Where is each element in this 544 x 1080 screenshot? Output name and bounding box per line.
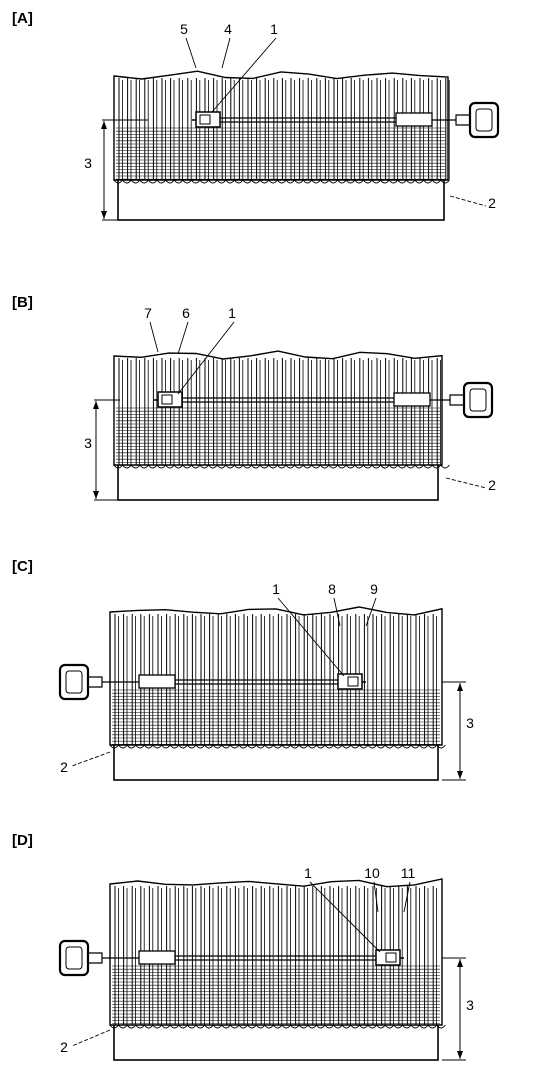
leader-line	[221, 37, 231, 69]
panel-label: [C]	[12, 558, 33, 575]
evaporator-core	[113, 70, 450, 184]
callout-fin-b: 11	[401, 865, 416, 881]
leader-line	[185, 37, 197, 69]
fin-edge	[113, 464, 450, 469]
callout-fin-a: 5	[180, 21, 188, 37]
probe-tip-detail	[161, 394, 173, 405]
height-dimension	[442, 681, 466, 781]
callout-fin-a: 7	[144, 305, 152, 321]
fin-edge	[109, 1024, 446, 1029]
sensor-sleeve	[138, 950, 176, 965]
connector-detail	[475, 108, 493, 132]
leader-line	[71, 1029, 111, 1047]
temperature-sensor	[58, 939, 404, 977]
leader-line	[277, 597, 345, 677]
leader-line	[445, 477, 487, 489]
panel-a: [A] 3 2 5 4 1	[12, 10, 500, 221]
callout-fin-a: 8	[328, 581, 336, 597]
connector-neck	[87, 676, 103, 688]
height-dimension	[93, 399, 120, 501]
connector-detail	[65, 946, 83, 970]
callout-fin-a: 10	[364, 865, 380, 881]
heater-block	[117, 460, 439, 501]
leader-line	[333, 597, 341, 627]
callout-height: 3	[466, 997, 474, 1013]
arrow-down-icon	[457, 771, 463, 779]
connector-detail	[65, 670, 83, 694]
connector-icon	[58, 663, 90, 701]
arrow-down-icon	[457, 1051, 463, 1059]
temperature-sensor	[154, 381, 494, 419]
arrow-up-icon	[457, 683, 463, 691]
callout-probe: 1	[272, 581, 280, 597]
connector-neck	[87, 952, 103, 964]
connector-icon	[468, 101, 500, 139]
sensor-sleeve	[138, 674, 176, 689]
panel-label: [B]	[12, 294, 33, 311]
evaporator-core	[113, 350, 450, 469]
arrow-down-icon	[101, 211, 107, 219]
callout-height: 3	[84, 155, 92, 171]
leader-line	[211, 37, 277, 113]
callout-fin-b: 9	[370, 581, 378, 597]
connector-neck	[455, 114, 471, 126]
leader-line	[449, 195, 487, 207]
fin-edge	[109, 744, 446, 749]
callout-fin-b: 4	[224, 21, 232, 37]
temperature-sensor	[58, 663, 366, 701]
panel-label: [D]	[12, 832, 33, 849]
temperature-sensor	[192, 101, 500, 139]
callout-probe: 1	[270, 21, 278, 37]
leader-line	[149, 321, 159, 353]
leader-line	[403, 881, 411, 913]
height-dimension	[442, 957, 466, 1061]
sensor-sleeve	[395, 112, 433, 127]
connector-neck	[449, 394, 465, 406]
panel-label: [A]	[12, 10, 33, 27]
probe-tip-detail	[199, 114, 211, 125]
leader-line	[177, 321, 189, 355]
panel-c: [C] 3 2 8 9 1	[12, 558, 474, 781]
connector-icon	[462, 381, 494, 419]
callout-fin-b: 6	[182, 305, 190, 321]
probe-tip-detail	[347, 676, 359, 687]
core-outline	[113, 70, 449, 181]
callout-heater: 2	[60, 1039, 68, 1055]
callout-heater: 2	[488, 477, 496, 493]
callout-height: 3	[84, 435, 92, 451]
probe-tip-detail	[385, 952, 397, 963]
arrow-up-icon	[101, 121, 107, 129]
leader-line	[365, 597, 377, 627]
leader-line	[177, 321, 235, 395]
evaporator-core	[109, 878, 446, 1029]
connector-icon	[58, 939, 90, 977]
leader-line	[373, 881, 379, 913]
callout-heater: 2	[60, 759, 68, 775]
connector-detail	[469, 388, 487, 412]
callout-heater: 2	[488, 195, 496, 211]
height-dimension	[101, 119, 148, 221]
arrow-down-icon	[93, 491, 99, 499]
sensor-sleeve	[393, 392, 431, 407]
callout-height: 3	[466, 715, 474, 731]
callout-probe: 1	[228, 305, 236, 321]
leader-line	[71, 751, 111, 767]
arrow-up-icon	[93, 401, 99, 409]
callout-probe: 1	[304, 865, 312, 881]
panel-b: [B] 3 2 7 6 1	[12, 294, 496, 501]
fin-edge	[113, 179, 450, 184]
arrow-up-icon	[457, 959, 463, 967]
leader-line	[309, 881, 381, 953]
